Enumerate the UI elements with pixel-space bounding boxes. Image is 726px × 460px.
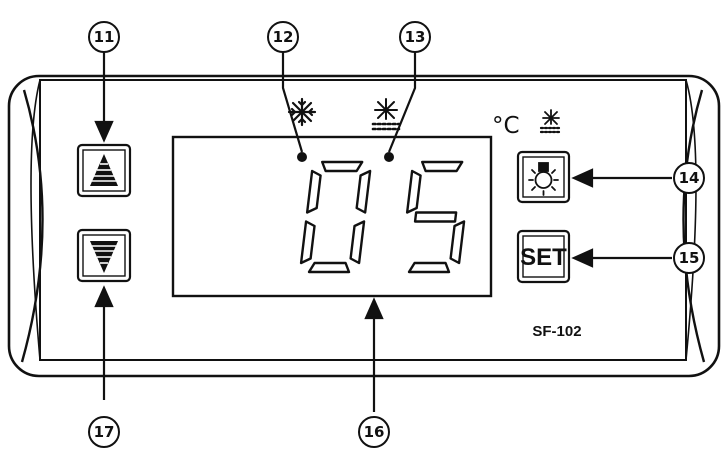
light-bulb-icon [528, 162, 559, 196]
digit-1-segment-e [299, 220, 316, 265]
digit-2-segment-c [449, 220, 466, 265]
callout-14: 14 [673, 162, 705, 194]
callout-14-arrowhead [571, 168, 594, 188]
svg-text:12: 12 [273, 28, 294, 46]
svg-text:15: 15 [679, 249, 700, 267]
left-bezel-curve [20, 89, 44, 363]
digit-1-segment-b [355, 169, 372, 214]
callout-16-arrowhead [364, 297, 384, 320]
callout-16: 16 [358, 416, 390, 448]
set-button[interactable]: SET [516, 229, 571, 284]
digit-2-segment-d [407, 261, 451, 274]
svg-text:16: 16 [364, 423, 385, 441]
snowflake-icon [287, 97, 317, 127]
digit-1-segment-d [307, 261, 351, 274]
digit-2-segment-f [405, 169, 422, 214]
down-triangle-icon [90, 241, 118, 273]
callout-11: 11 [88, 21, 120, 53]
digit-1-segment-a [321, 160, 364, 173]
front-panel [39, 79, 687, 361]
up-button[interactable] [76, 143, 132, 198]
model-label: SF-102 [532, 323, 581, 340]
compressor-indicator-dot [297, 152, 307, 162]
light-button[interactable] [516, 150, 571, 204]
callout-17-arrowhead [94, 285, 114, 308]
digit-1-segment-c [349, 220, 366, 265]
set-button-label: SET [520, 244, 567, 271]
callout-13-line [387, 50, 417, 153]
callout-15-arrowhead [571, 248, 594, 268]
callout-17: 17 [88, 416, 120, 448]
temperature-unit-label: °C [492, 113, 520, 139]
svg-text:13: 13 [405, 28, 426, 46]
svg-text:11: 11 [94, 28, 115, 46]
callout-12-line [281, 50, 304, 153]
up-triangle-icon [90, 154, 118, 186]
defrost-small-icon [539, 109, 563, 134]
defrost-indicator-dot [384, 152, 394, 162]
digit-1-segment-f [305, 169, 322, 214]
left-bezel-inner [30, 79, 41, 361]
callout-13: 13 [399, 21, 431, 53]
digit-2-segment-g [413, 211, 458, 223]
seven-segment-display [299, 160, 466, 274]
defrost-icon [371, 98, 401, 131]
svg-text:14: 14 [679, 169, 700, 187]
svg-text:17: 17 [94, 423, 115, 441]
down-button[interactable] [76, 228, 132, 283]
digit-2-segment-a [421, 160, 464, 173]
callout-11-arrowhead [94, 120, 114, 143]
callout-12: 12 [267, 21, 299, 53]
callout-15: 15 [673, 242, 705, 274]
